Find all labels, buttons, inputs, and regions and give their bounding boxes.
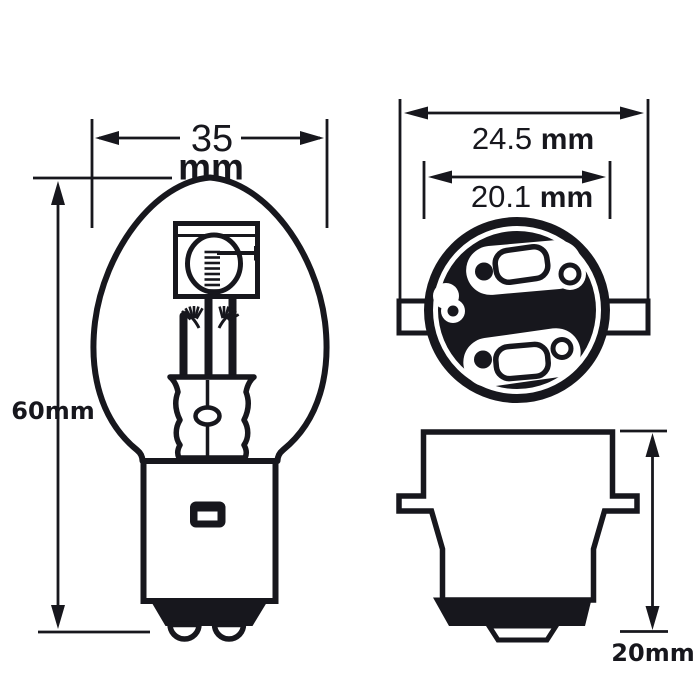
label-base-diameter-value: 20.1 [470, 179, 532, 214]
contact-plate-top [466, 240, 586, 295]
bayonet-base [140, 455, 279, 642]
arrowhead-up [51, 181, 65, 205]
base-center-contact [484, 623, 561, 643]
arrowhead-down [51, 605, 65, 629]
arrowhead-left [95, 131, 119, 145]
label-bulb-height: 60mm [11, 397, 95, 425]
contact-plate-bottom [463, 328, 581, 387]
base-shell-outline [396, 429, 640, 603]
dim-bulb-width [90, 119, 329, 228]
dim-base-diameter [422, 161, 612, 219]
filament-shield-box [173, 221, 260, 299]
label-base-flange-width-unit: mm [540, 123, 595, 156]
arrowhead-left [428, 170, 452, 184]
bayonet-pin-right [602, 298, 651, 336]
filament-glow-hatch [181, 306, 240, 329]
base-bottom-view [396, 217, 651, 403]
arrowhead-right [620, 106, 644, 120]
vent-hole-left [441, 299, 465, 323]
solder-dot-bottom [474, 350, 492, 369]
base-side-view [396, 429, 640, 643]
arrowhead-left [404, 106, 428, 120]
vent-hole-top [558, 262, 582, 286]
label-base-height: 20mm [611, 639, 695, 667]
contact-pad-bottom [493, 341, 551, 382]
bulb-front-view [90, 174, 330, 642]
dim-bulb-height [33, 176, 172, 634]
glass-stem [167, 374, 257, 461]
stem-exhaust-tube [193, 405, 222, 427]
label-bulb-width-unit: mm [178, 146, 244, 188]
label-base-flange-width: 24.5 mm [472, 123, 594, 155]
base-contact-bump-right [211, 621, 247, 642]
vent-hole-bottom [550, 337, 574, 360]
arrowhead-right [582, 170, 606, 184]
arrowhead-right [300, 131, 324, 145]
solder-dot-top [475, 262, 493, 281]
dim-base-flange-width [398, 99, 650, 302]
label-base-diameter-unit: mm [539, 181, 594, 214]
label-base-flange-width-value: 24.5 [471, 121, 533, 156]
label-base-diameter: 20.1 mm [471, 181, 593, 213]
base-bottom-insulator [149, 598, 270, 626]
arrowhead-down [645, 606, 660, 630]
label-bulb-width-value: 35 [190, 118, 234, 160]
dim-base-height [620, 429, 668, 633]
base-bottom-insulator [433, 597, 592, 626]
contact-pad-top [492, 243, 551, 286]
base-contact-bump-left [167, 621, 202, 642]
arrowhead-up [645, 433, 660, 457]
